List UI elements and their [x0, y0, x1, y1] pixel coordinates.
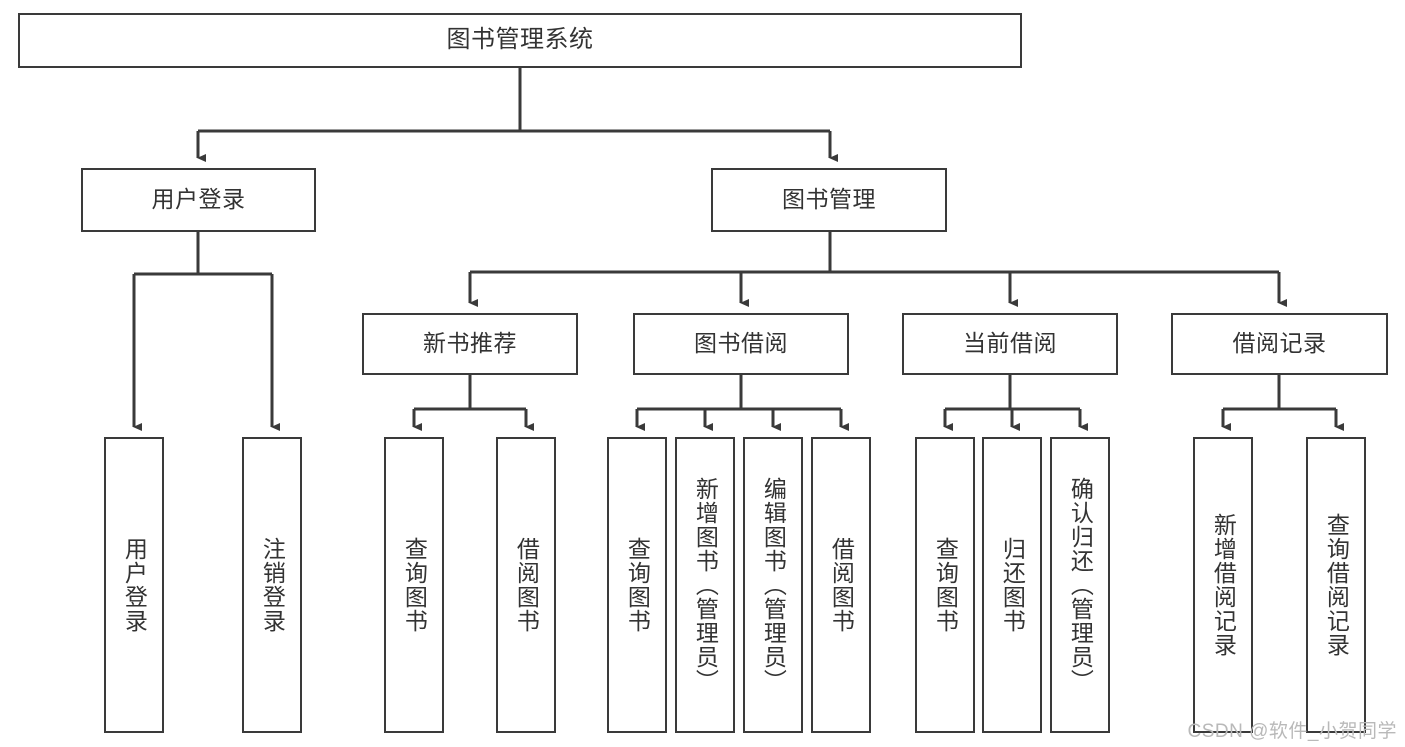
node-user-login[interactable]: 用户登录 [81, 168, 316, 232]
node-borrow-record[interactable]: 借阅记录 [1171, 313, 1388, 375]
leaf-borrow-record-query-record[interactable]: 查询借阅记录 [1306, 437, 1366, 733]
leaf-book-borrow-query-book[interactable]: 查询图书 [607, 437, 667, 733]
node-label: 用户登录 [151, 186, 246, 213]
leaf-current-borrow-return-book[interactable]: 归还图书 [982, 437, 1042, 733]
node-label: 图书借阅 [694, 330, 788, 357]
node-label: 借阅记录 [1232, 330, 1327, 357]
node-label: 注销登录 [259, 537, 286, 633]
leaf-user-login-login[interactable]: 用户登录 [104, 437, 164, 733]
node-label: 新增图书（管理员） [692, 477, 719, 693]
node-new-book-recommend[interactable]: 新书推荐 [362, 313, 578, 375]
leaf-current-borrow-confirm-return-admin[interactable]: 确认归还（管理员） [1050, 437, 1110, 733]
node-label: 确认归还（管理员） [1067, 477, 1094, 693]
node-label: 借阅图书 [828, 537, 855, 633]
leaf-book-borrow-add-book-admin[interactable]: 新增图书（管理员） [675, 437, 735, 733]
node-label: 查询图书 [932, 537, 959, 633]
leaf-user-login-logout[interactable]: 注销登录 [242, 437, 302, 733]
csdn-watermark: CSDN @软件_小贺同学 [1187, 721, 1397, 742]
node-book-borrow[interactable]: 图书借阅 [633, 313, 849, 375]
node-label: 图书管理 [782, 186, 876, 213]
node-book-management[interactable]: 图书管理 [711, 168, 947, 232]
node-label: 用户登录 [121, 537, 148, 633]
leaf-new-book-query-book[interactable]: 查询图书 [384, 437, 444, 733]
node-label: 新书推荐 [423, 330, 517, 357]
node-label: 新增借阅记录 [1210, 513, 1237, 657]
node-label: 查询图书 [401, 537, 428, 633]
node-root-book-management-system[interactable]: 图书管理系统 [18, 13, 1022, 68]
leaf-borrow-record-add-record[interactable]: 新增借阅记录 [1193, 437, 1253, 733]
node-label: 当前借阅 [963, 330, 1057, 357]
node-label: 图书管理系统 [446, 26, 594, 54]
node-current-borrow[interactable]: 当前借阅 [902, 313, 1118, 375]
leaf-current-borrow-query-book[interactable]: 查询图书 [915, 437, 975, 733]
node-label: 归还图书 [999, 537, 1026, 633]
node-label: 查询图书 [624, 537, 651, 633]
node-label: 编辑图书（管理员） [760, 477, 787, 693]
leaf-book-borrow-edit-book-admin[interactable]: 编辑图书（管理员） [743, 437, 803, 733]
leaf-book-borrow-borrow-book[interactable]: 借阅图书 [811, 437, 871, 733]
node-label: 借阅图书 [513, 537, 540, 633]
leaf-new-book-borrow-book[interactable]: 借阅图书 [496, 437, 556, 733]
node-label: 查询借阅记录 [1323, 513, 1350, 657]
